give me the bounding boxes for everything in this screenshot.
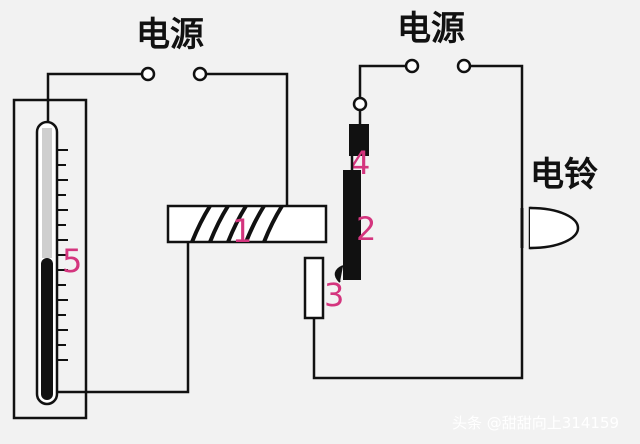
spring	[349, 124, 369, 156]
left-source-terminal-a	[140, 66, 156, 82]
armature	[343, 170, 361, 280]
wire-source-to-spring	[358, 64, 406, 98]
part-number-2: 2	[356, 210, 376, 248]
part-number-3: 3	[324, 276, 344, 314]
watermark-text: 头条 @甜甜向上314159	[452, 414, 619, 432]
coil-windings	[190, 204, 284, 243]
bell-label: 电铃	[530, 155, 598, 195]
thermometer-frame	[12, 98, 88, 420]
thermometer-scale-ticks	[58, 149, 68, 361]
power-source-right-label: 电源	[397, 9, 465, 49]
bell-icon	[529, 206, 580, 250]
left-source-terminal-b	[192, 66, 208, 82]
thermometer-upper-glass	[42, 128, 52, 258]
right-source-terminal-b	[456, 58, 472, 74]
part-number-5: 5	[62, 242, 82, 280]
wire-source-to-coil	[206, 72, 289, 206]
wire-bell-to-contact	[312, 248, 524, 380]
wire-source-to-thermometer	[46, 72, 142, 128]
part-number-1: 1	[232, 212, 252, 250]
wire-source-to-bell	[470, 64, 524, 208]
thermometer-mercury-column	[41, 258, 53, 400]
armature-contact-tip	[334, 265, 344, 283]
spring-anchor	[352, 96, 368, 112]
right-source-terminal-a	[404, 58, 420, 74]
contact-point	[303, 256, 325, 320]
power-source-left-label: 电源	[136, 15, 204, 55]
